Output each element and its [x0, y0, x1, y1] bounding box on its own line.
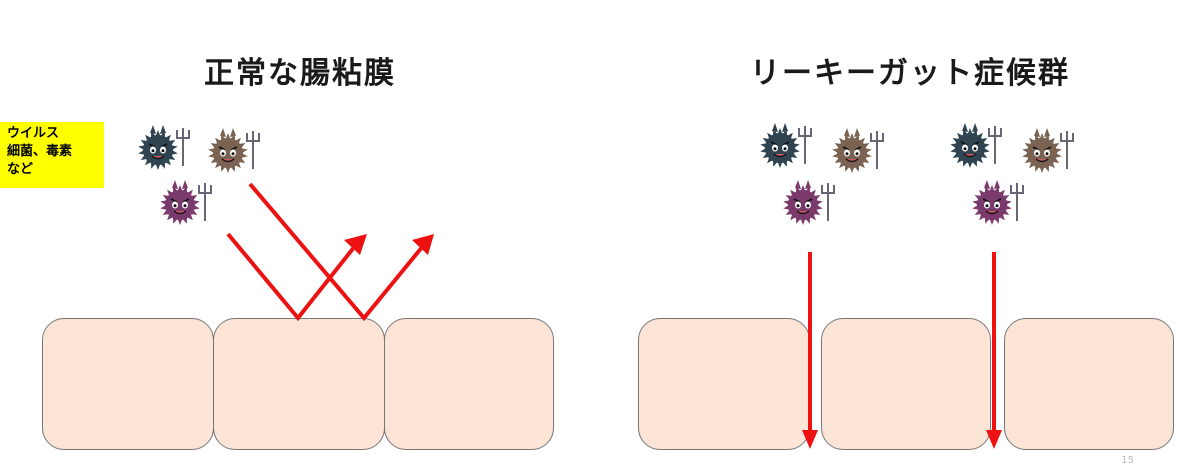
pathogen-label: ウイルス 細菌、毒素 など — [0, 122, 104, 188]
germ-purple-icon — [782, 179, 835, 226]
cell-leaky-3 — [1004, 318, 1174, 450]
slide-number: 15 — [1121, 455, 1134, 466]
reflected-arrow-1-head — [344, 234, 367, 255]
normal-mucosa-title: 正常な腸粘膜 — [204, 56, 396, 91]
germ-brown-icon — [207, 127, 260, 174]
germ-purple-icon — [971, 179, 1024, 226]
germ-navy-icon — [949, 122, 1002, 169]
pathogen-label-line-3: など — [7, 162, 34, 177]
cell-leaky-2 — [821, 318, 991, 450]
reflected-arrow-1 — [226, 232, 357, 322]
penetrating-arrow-2-head — [986, 430, 1002, 449]
germ-brown-icon — [831, 127, 884, 174]
cell-normal-3 — [384, 318, 554, 450]
pathogen-label-line-2: 細菌、毒素 — [7, 144, 73, 159]
pathogen-label-line-1: ウイルス — [7, 126, 60, 141]
reflected-arrow-2 — [248, 182, 425, 322]
germ-purple-icon — [159, 179, 212, 226]
leaky-gut-title: リーキーガット症候群 — [750, 56, 1070, 91]
reflected-arrow-2-head — [412, 234, 434, 255]
germ-brown-icon — [1021, 127, 1074, 174]
germ-navy-icon — [759, 122, 812, 169]
penetrating-arrow-1-head — [802, 430, 818, 449]
germ-navy-icon — [137, 124, 190, 171]
